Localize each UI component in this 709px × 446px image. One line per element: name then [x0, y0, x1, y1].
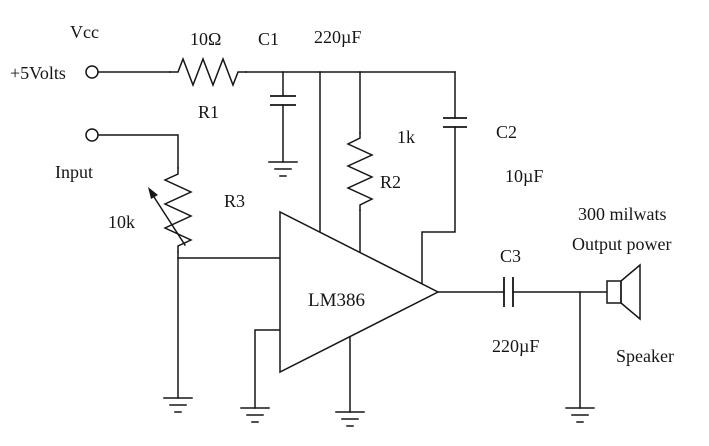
r2-name-label: R2 — [380, 172, 401, 192]
input-label: Input — [55, 162, 93, 182]
resistor-r3 — [163, 167, 193, 253]
r1-value-label: 10Ω — [190, 29, 221, 49]
r3-value-label: 10k — [108, 212, 135, 232]
r1-name-label: R1 — [198, 102, 219, 122]
c1-name-label: C1 — [258, 29, 279, 49]
ic-name-label: LM386 — [308, 290, 365, 311]
input-terminal — [85, 128, 99, 142]
input-wire — [97, 134, 179, 169]
c2-value-label: 10µF — [505, 166, 543, 186]
resistor-r2 — [346, 132, 374, 211]
inverting-input-wire — [254, 329, 281, 409]
c3-value-label: 220µF — [492, 336, 539, 356]
vcc-label: Vcc — [70, 22, 99, 42]
capacitor-c2 — [443, 117, 467, 128]
speaker-body — [606, 280, 622, 304]
c2-bottom-wire — [421, 126, 456, 285]
c1-value-label: 220µF — [314, 27, 361, 47]
c3-name-label: C3 — [500, 246, 521, 266]
speaker-label: Speaker — [616, 346, 674, 366]
ground-symbol-amp — [335, 411, 365, 427]
supply-terminal — [85, 65, 99, 79]
ground-symbol-output — [565, 407, 595, 423]
supply-voltage-label: +5Volts — [10, 63, 66, 83]
resistor-r1 — [169, 56, 247, 88]
ground-symbol-inverting — [240, 407, 270, 423]
speaker-cone — [620, 263, 641, 321]
output-power-line1-label: 300 milwats — [578, 204, 667, 224]
c2-name-label: C2 — [496, 122, 517, 142]
ground-symbol-c1 — [268, 161, 298, 177]
potentiometer-wiper-arrowhead — [148, 187, 158, 199]
output-power-line2-label: Output power — [572, 234, 671, 254]
r3-name-label: R3 — [224, 191, 245, 211]
ground-symbol-r3 — [163, 397, 193, 413]
capacitor-c3 — [503, 277, 514, 307]
r2-value-label: 1k — [397, 127, 415, 147]
potentiometer-wiper-arrow-shaft — [152, 195, 187, 247]
capacitor-c1 — [270, 95, 296, 106]
opamp-lm386 — [279, 210, 440, 374]
